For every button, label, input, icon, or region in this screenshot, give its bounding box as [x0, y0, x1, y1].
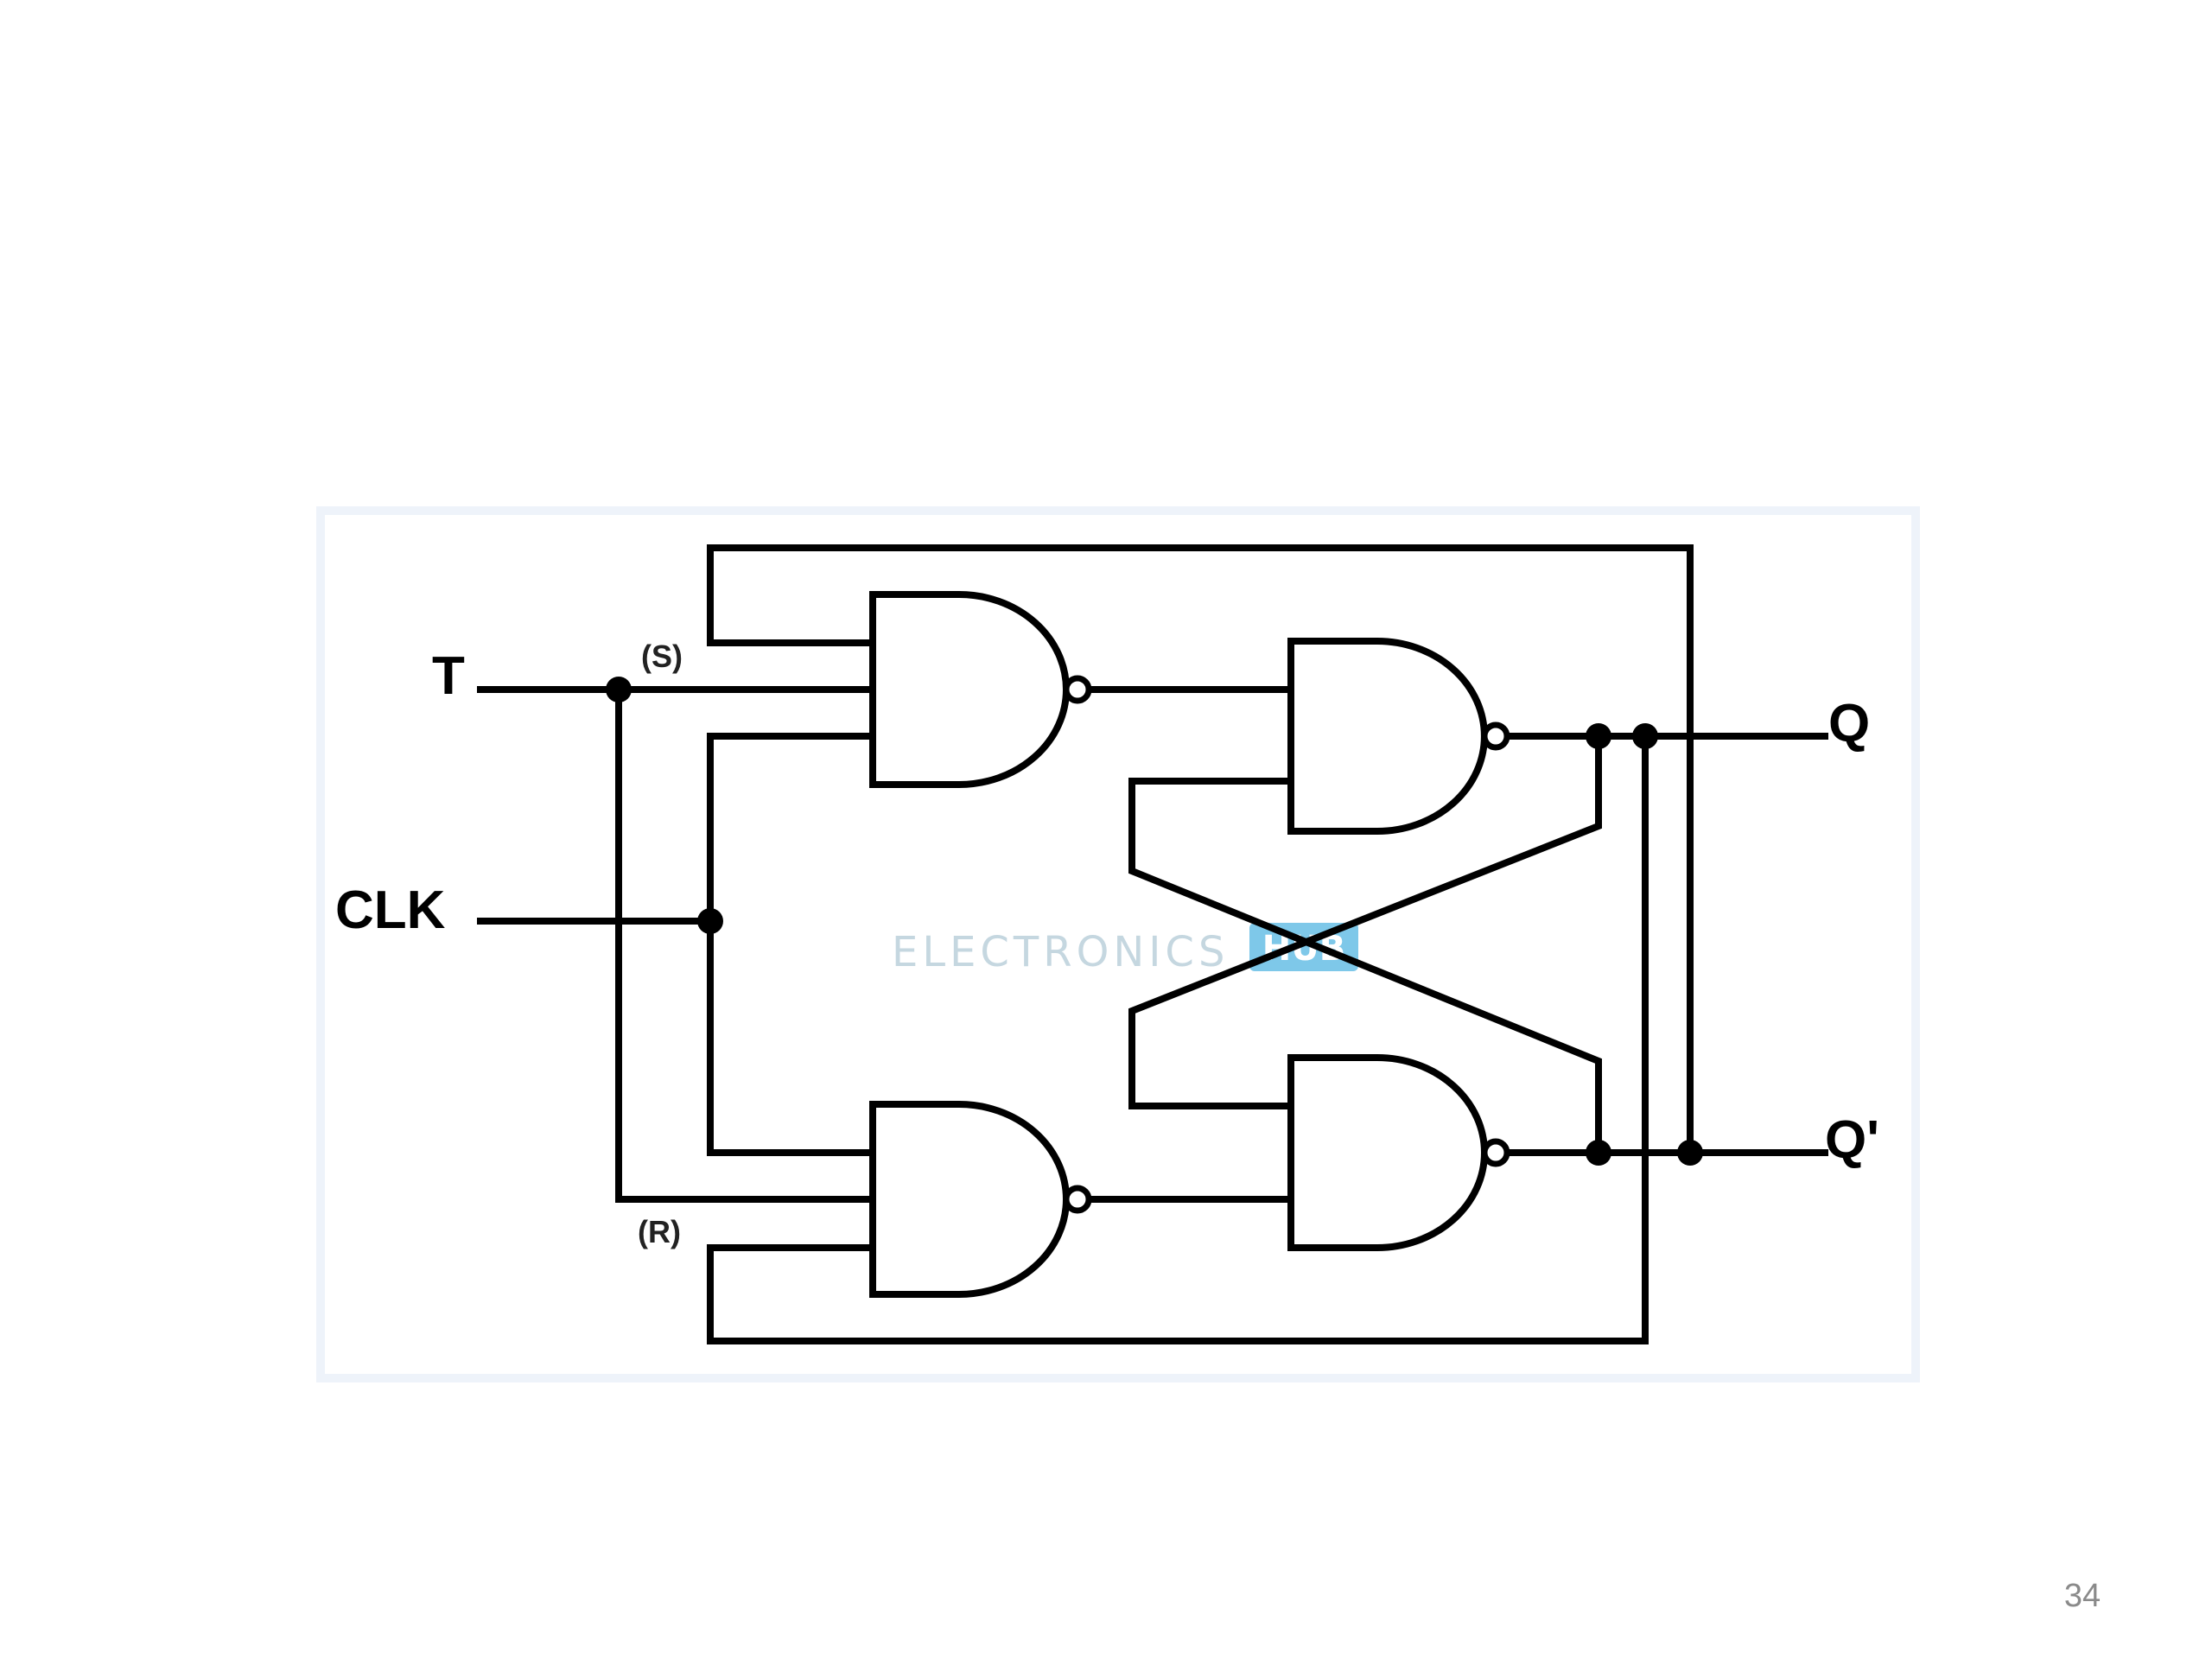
wire-feedback-top — [707, 544, 1694, 1156]
wires — [477, 544, 1828, 1344]
label-q-output: Q — [1828, 694, 1870, 753]
junction-dot — [1677, 1140, 1703, 1166]
junction-dot — [697, 908, 723, 934]
junctions — [606, 677, 1703, 1166]
label-clk-input: CLK — [335, 880, 446, 940]
label-q-bar-output: Q' — [1825, 1110, 1879, 1170]
wire-cross-q — [1128, 733, 1602, 1109]
junction-dot — [1586, 723, 1611, 749]
label-set: (S) — [641, 639, 683, 674]
wire-t-branch — [615, 686, 876, 1203]
wire-feedback-bottom — [707, 733, 1649, 1344]
wire-cross-q-bar — [1128, 778, 1602, 1156]
inversion-bubble — [1481, 721, 1510, 751]
nand-gate-3 — [869, 1101, 1092, 1298]
inversion-bubble — [1063, 1185, 1092, 1214]
inversion-bubble — [1481, 1138, 1510, 1167]
page-number: 34 — [2063, 1578, 2101, 1614]
wire-clk-trunk — [707, 733, 876, 1156]
nand-gate-1 — [869, 591, 1092, 788]
nand-gate-2 — [1287, 638, 1510, 835]
junction-dot — [1586, 1140, 1611, 1166]
label-t-input: T — [432, 646, 465, 706]
nand-gate-4 — [1287, 1054, 1510, 1251]
junction-dot — [606, 677, 632, 702]
watermark-text: ELECTRONICS — [892, 928, 1229, 976]
inversion-bubble — [1063, 675, 1092, 704]
junction-dot — [1632, 723, 1658, 749]
label-reset: (R) — [638, 1214, 681, 1249]
